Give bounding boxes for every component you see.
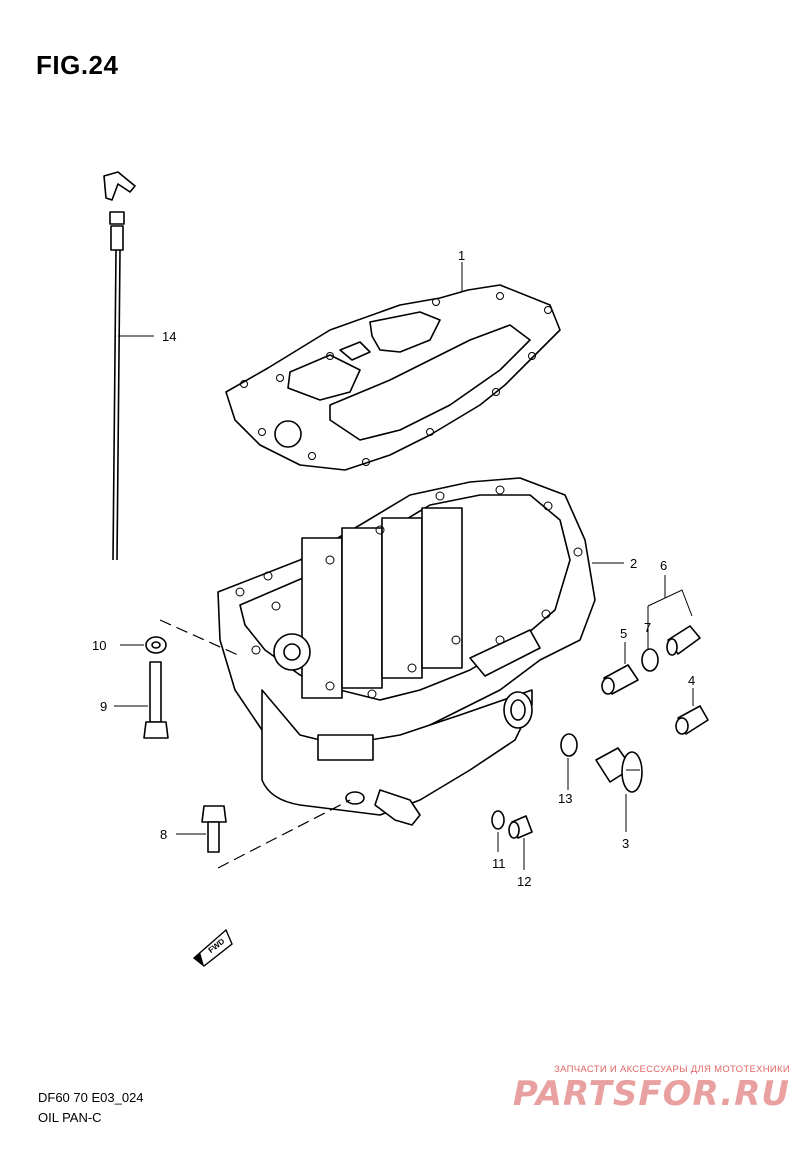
bolt-8[interactable]	[201, 805, 227, 853]
callout-2: 2	[630, 556, 637, 571]
watermark: ЗАПЧАСТИ И АКСЕССУАРЫ ДЛЯ МОТОТЕХНИКИ PA…	[490, 1064, 790, 1113]
callout-4: 4	[688, 673, 695, 688]
oil-pan-body[interactable]	[217, 477, 596, 826]
sensor-6[interactable]	[666, 625, 701, 656]
watermark-tagline: ЗАПЧАСТИ И АКСЕССУАРЫ ДЛЯ МОТОТЕХНИКИ	[554, 1064, 790, 1075]
washer-11[interactable]	[491, 810, 505, 830]
bolt-12[interactable]	[508, 815, 533, 839]
callout-3: 3	[622, 836, 629, 851]
dipstick-part[interactable]	[103, 171, 136, 561]
bolt-9[interactable]	[143, 661, 169, 739]
callout-14: 14	[162, 329, 176, 344]
fwd-arrow-icon: FWD	[192, 928, 233, 967]
callout-13: 13	[558, 791, 572, 806]
callout-9: 9	[100, 699, 107, 714]
section-name: OIL PAN-C	[38, 1110, 102, 1125]
drain-plug-3[interactable]	[595, 747, 643, 793]
callout-11: 11	[492, 856, 506, 871]
callout-5: 5	[620, 626, 627, 641]
callout-12: 12	[517, 874, 531, 889]
callout-6: 6	[660, 558, 667, 573]
o-ring-7[interactable]	[641, 648, 659, 672]
callout-10: 10	[92, 638, 106, 653]
model-code: DF60 70 E03_024	[38, 1090, 144, 1105]
callout-1: 1	[458, 248, 465, 263]
plug-5[interactable]	[601, 664, 639, 695]
washer-10[interactable]	[145, 636, 167, 654]
plug-4[interactable]	[675, 705, 709, 735]
oil-pan-gasket[interactable]	[225, 284, 561, 471]
callout-7: 7	[644, 620, 651, 635]
figure-title: FIG.24	[36, 50, 119, 80]
callout-8: 8	[160, 827, 167, 842]
watermark-logo: PARTSFOR.RU	[512, 1074, 790, 1114]
gasket-13[interactable]	[560, 733, 578, 757]
footer: DF60 70 E03_024 OIL PAN-C	[38, 1088, 144, 1128]
